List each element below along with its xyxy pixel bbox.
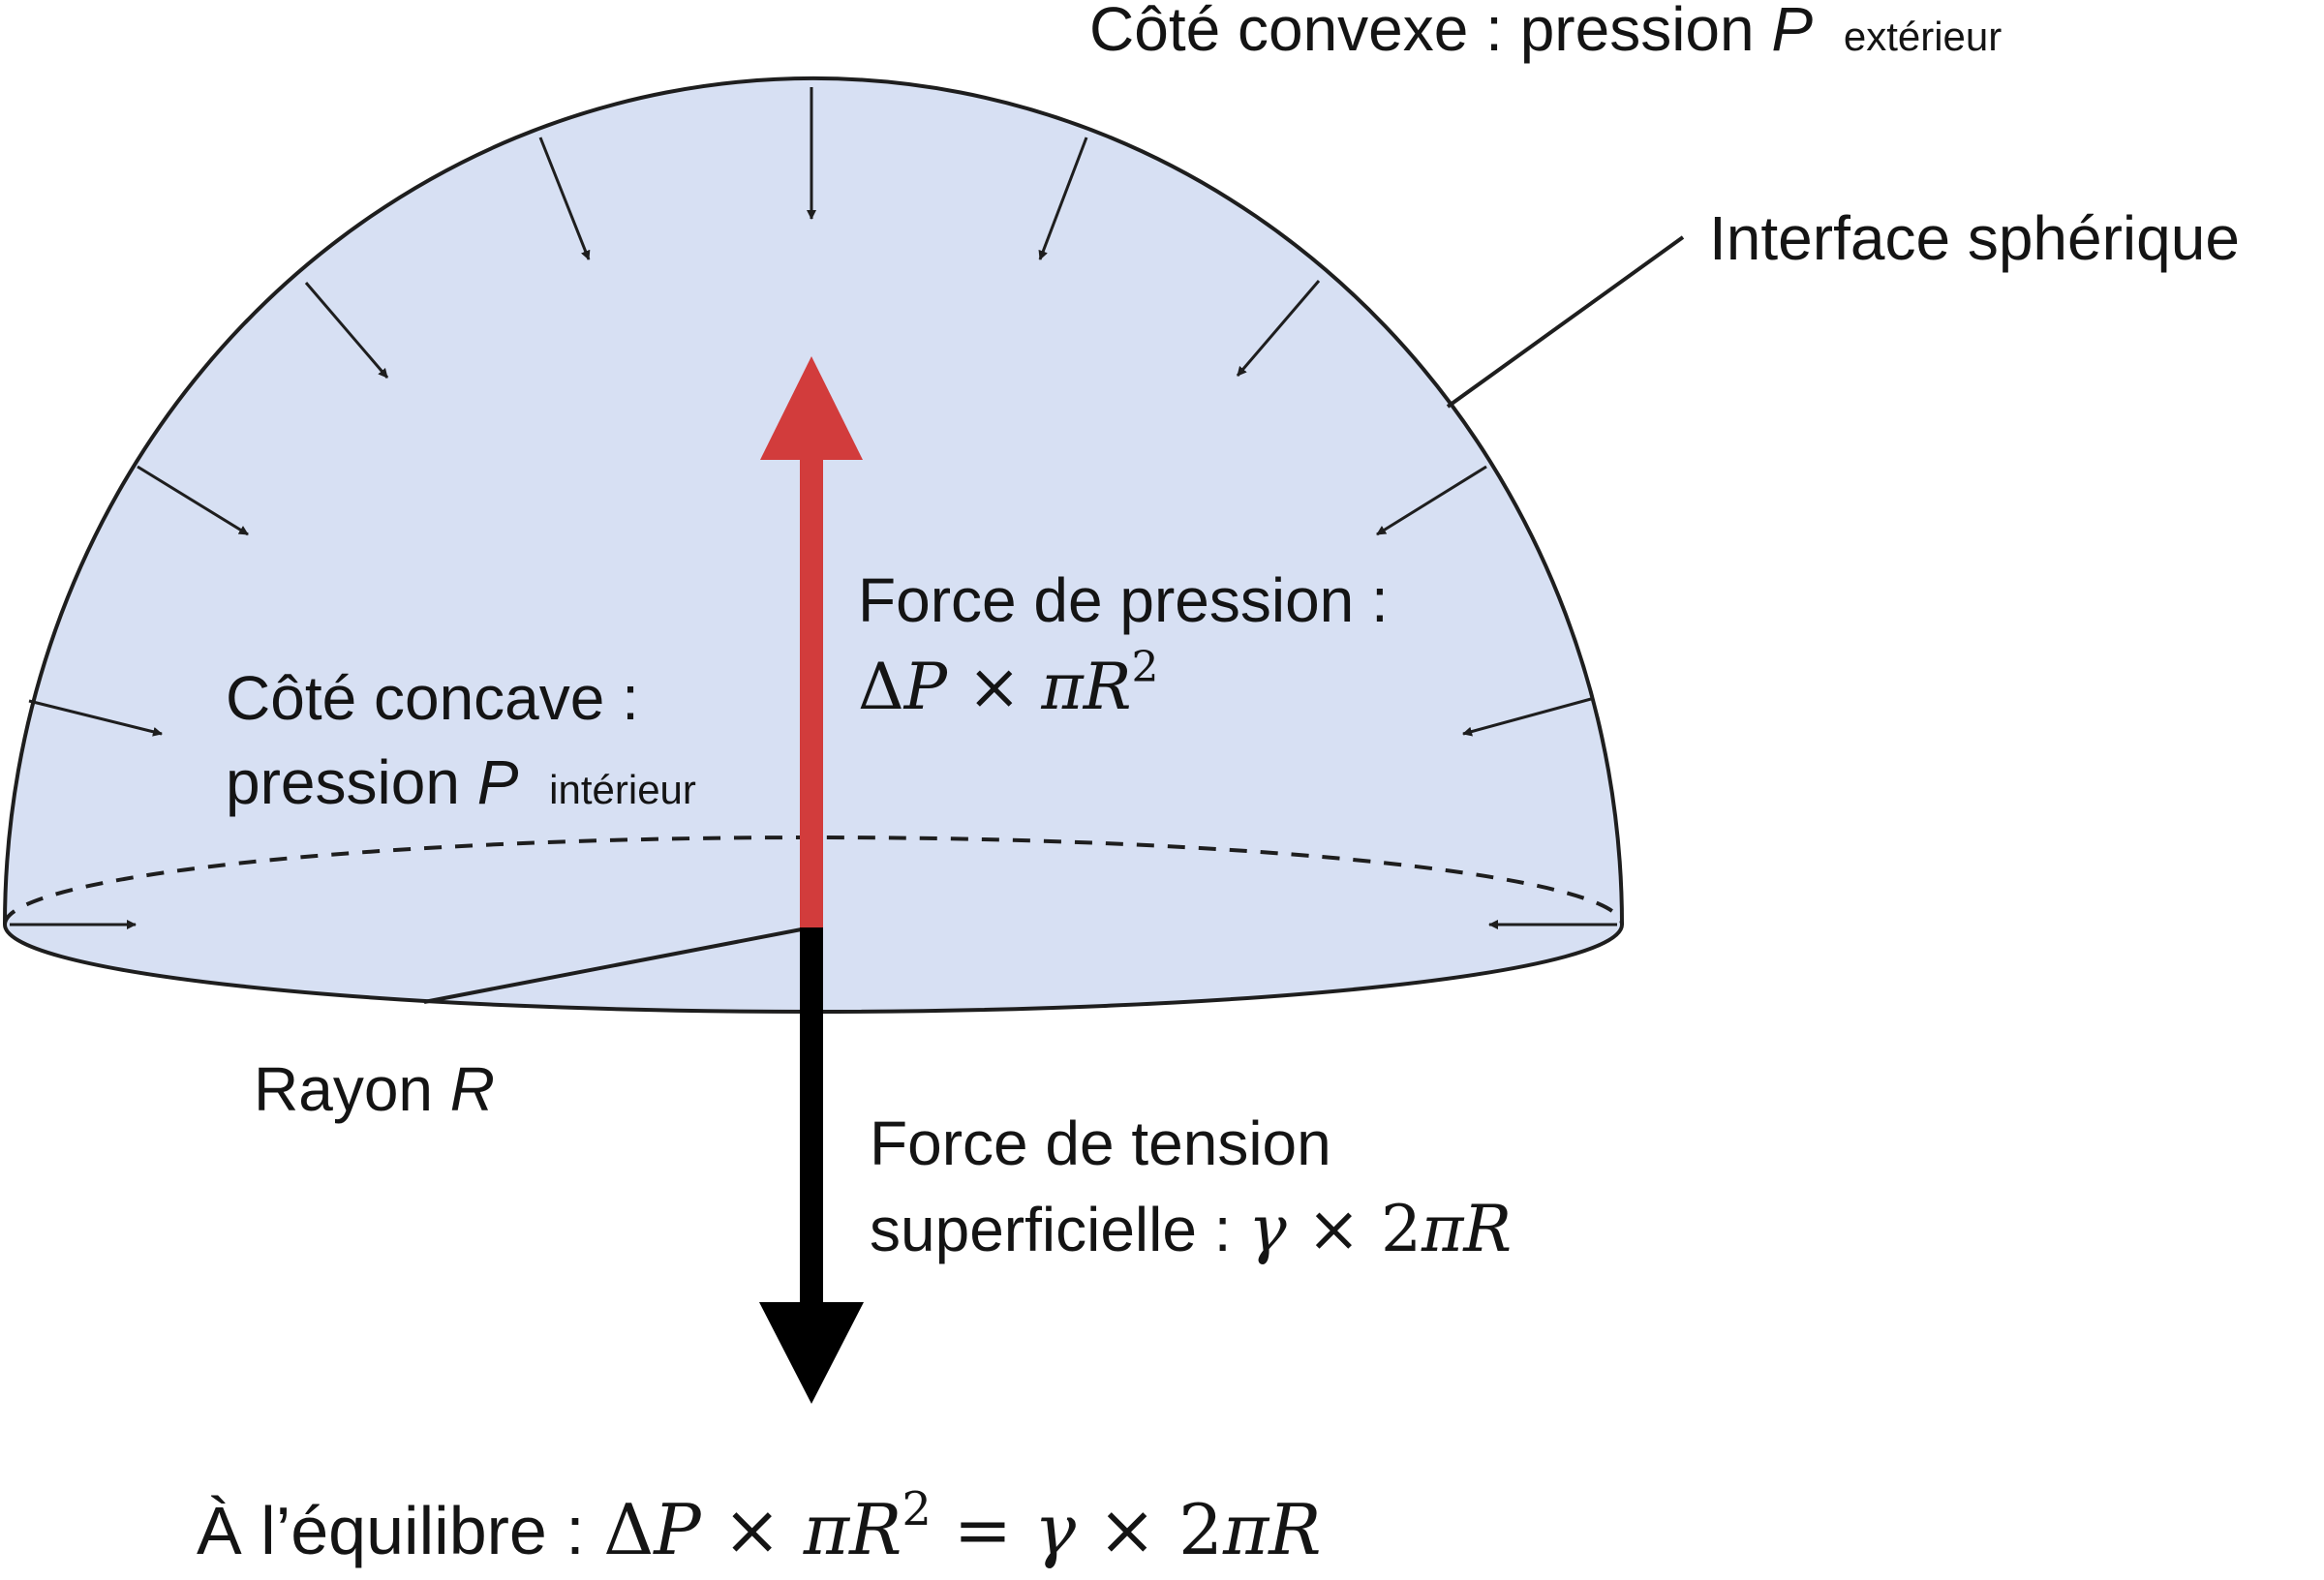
pressure-arrow-2 [538,137,591,260]
pressure-force-arrow [760,356,863,927]
pressure-arrow-4 [304,282,389,379]
tension-force-head [759,1302,864,1404]
pressure-arrow-8 [28,699,163,737]
equilibrium-equation: À l’équilibre : ΔP × πR2 = γ × 2πR [197,1482,1321,1570]
radius-label: Rayon R [254,1054,495,1124]
pressure-arrow-5 [1236,280,1321,377]
pressure-arrow-3 [1038,137,1088,260]
pressure-arrow-6 [137,465,249,536]
pressure-force-title: Force de pression : [858,565,1389,635]
tension-force-shaft [800,927,823,1309]
tension-force-formula: superficielle : γ × 2πR [870,1192,1512,1266]
pressure-force-head [760,356,863,460]
pressure-force-shaft [800,455,823,927]
pressure-arrow-7 [1376,465,1487,536]
inward-pressure-arrows [10,87,1617,929]
pressure-arrow-9 [1462,697,1592,737]
base-back-rim-dashed [3,836,1624,926]
concave-side-label-line1: Côté concave : [226,663,639,733]
radius-line [423,926,812,1004]
interface-label: Interface sphérique [1709,203,2240,273]
interface-leader-line [1446,235,1685,409]
tension-force-arrow [759,927,864,1404]
pressure-force-formula: ΔP × πR2 [858,643,1158,724]
convex-side-label: Côté convexe : pression P extérieur [1089,0,2002,64]
concave-side-label-line2: pression P intérieur [226,747,696,817]
tension-force-title: Force de tension [870,1109,1331,1178]
